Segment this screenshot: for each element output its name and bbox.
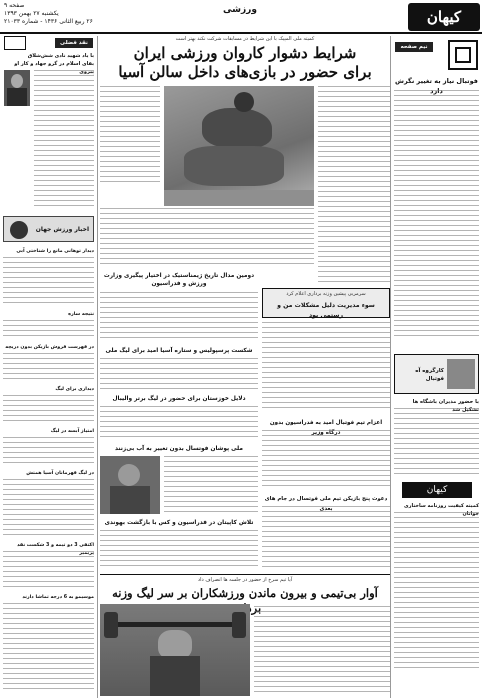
left-column: نقد فضلی با یاد شهید نادی شش‌شلاق بقای ا…: [0, 36, 98, 698]
section-divider: [100, 574, 390, 575]
feature-box: کارگروه آه فوتبال: [394, 354, 479, 394]
world-sports-banner: اخبار ورزش جهان: [3, 216, 94, 242]
brief-6-text: [3, 479, 94, 539]
story-7-text: [164, 456, 258, 514]
brief-1-title: دیدار توهانی مانع را شناختی آبی: [16, 249, 94, 254]
author-column-text: [34, 70, 94, 210]
globe-icon: [10, 221, 28, 239]
story-5-text: [100, 358, 258, 392]
section-title: ورزشی: [223, 5, 257, 15]
main-story-text-right: [318, 86, 390, 286]
story-2-text: [262, 322, 390, 412]
brief-2-title: نتیجه ساره: [68, 312, 94, 317]
main-kicker: کمیته ملی المپیک با این شرایط در مسابقات…: [175, 36, 315, 42]
brief-4-title: دیداری برای لیگ: [55, 387, 94, 392]
right-column: نیم صفحه فوتبال نیاز به تغییر نگرش دارد …: [390, 36, 482, 698]
story-8-text: [262, 506, 390, 570]
main-story-text-left: [100, 86, 160, 186]
world-sports-banner-title: اخبار ورزش جهان: [35, 226, 89, 233]
main-story-text-under-photo: [100, 208, 314, 268]
brief-2-text: [3, 320, 94, 340]
story-6-headline: دلایل خوزستان برای حضور در لیگ برتر والی…: [112, 396, 246, 402]
story-2-headline: سوء مدیریت دلیل مشکلات من و رستمی بود: [277, 302, 375, 319]
brief-3-title: در فهرست فروش بازیکن بدون دریچه: [5, 345, 94, 350]
masthead: کیهان ورزشی صفحه ۹ یکشنبه ۲۷ بهمن ۱۳۹۳ ۲…: [0, 0, 482, 34]
brief-8-title: موسیمو به 6 درجه تماشا دارند: [22, 595, 94, 600]
brief-6-title: در لیگ قهرمانان آسیا همتش: [26, 471, 94, 476]
page-info: صفحه ۹ یکشنبه ۲۷ بهمن ۱۳۹۳ ۲۶ ربیع الثان…: [4, 2, 124, 26]
bottom-story-text: [254, 606, 390, 696]
story-4-text: [100, 292, 258, 342]
right-column-icon: [448, 40, 478, 70]
author-heading: با یاد شهید نادی شش‌شلاق: [27, 53, 94, 59]
main-area: کمیته ملی المپیک با این شرایط در مسابقات…: [100, 36, 390, 698]
story-7-headline: ملی پوشان فوتسال بدون تغییر به آب بی‌زنن…: [115, 446, 243, 452]
main-story-photo: [164, 86, 314, 206]
story-3-text: [262, 430, 390, 490]
right-column-tag: نیم صفحه: [395, 42, 433, 52]
brief-4-text: [3, 395, 94, 425]
story-6-text: [100, 406, 258, 440]
issue-line: ۲۶ ربیع الثانی ۱۴۳۶ - شماره ۲۱۰۳۳: [4, 18, 93, 25]
brief-1-text: [3, 257, 94, 307]
story-7-photo: [100, 456, 160, 514]
weightlifting-photo: [100, 604, 250, 696]
feature-box-title: کارگروه آه فوتبال: [415, 368, 444, 382]
author-portrait: [4, 70, 30, 106]
left-column-tag: نقد فضلی: [55, 38, 93, 48]
right-column-text-1: [394, 90, 479, 340]
right-column-logo-small: کیهان: [402, 482, 472, 498]
newspaper-logo: کیهان: [408, 3, 480, 31]
right-column-text-2: [394, 408, 479, 476]
main-headline-line-2: برای حضور در بازی‌های داخل سالن آسیا: [118, 63, 372, 81]
story-9-headline: تلاش کاپیتان در فدراسیون و کس با بازگشت …: [104, 520, 254, 526]
story-9-text: [100, 530, 258, 570]
date-line: یکشنبه ۲۷ بهمن ۱۳۹۳: [4, 10, 59, 17]
page-number: صفحه ۹: [4, 2, 25, 9]
main-headline-line-1: شرایط دشوار کاروان ورزشی ایران: [133, 44, 357, 62]
brief-3-text: [3, 353, 94, 383]
story-2-box: سرمربی پیشین وزنه برداری اعلام کرد سوء م…: [262, 288, 390, 319]
left-column-icon: [4, 36, 26, 50]
story-2-kicker: سرمربی پیشین وزنه برداری اعلام کرد: [286, 291, 366, 297]
feature-box-art: [447, 359, 475, 389]
bottom-kicker: آیا تیم سرخ از حضور در جلسه ها انصراف دا…: [197, 577, 293, 583]
brief-5-title: امتیاز آبسه در لیگ: [50, 429, 94, 434]
story-4-headline: دومین مدال تاریخ ژیمناستیک در اختیار پیگ…: [103, 273, 255, 287]
story-5-headline: شکست پرسپولیس و ستاره آسیا امید برای لیگ…: [105, 348, 253, 354]
brief-8-text: [3, 603, 94, 693]
brief-7-text: [3, 551, 94, 591]
right-column-text-3: [394, 512, 479, 672]
brief-5-text: [3, 437, 94, 467]
